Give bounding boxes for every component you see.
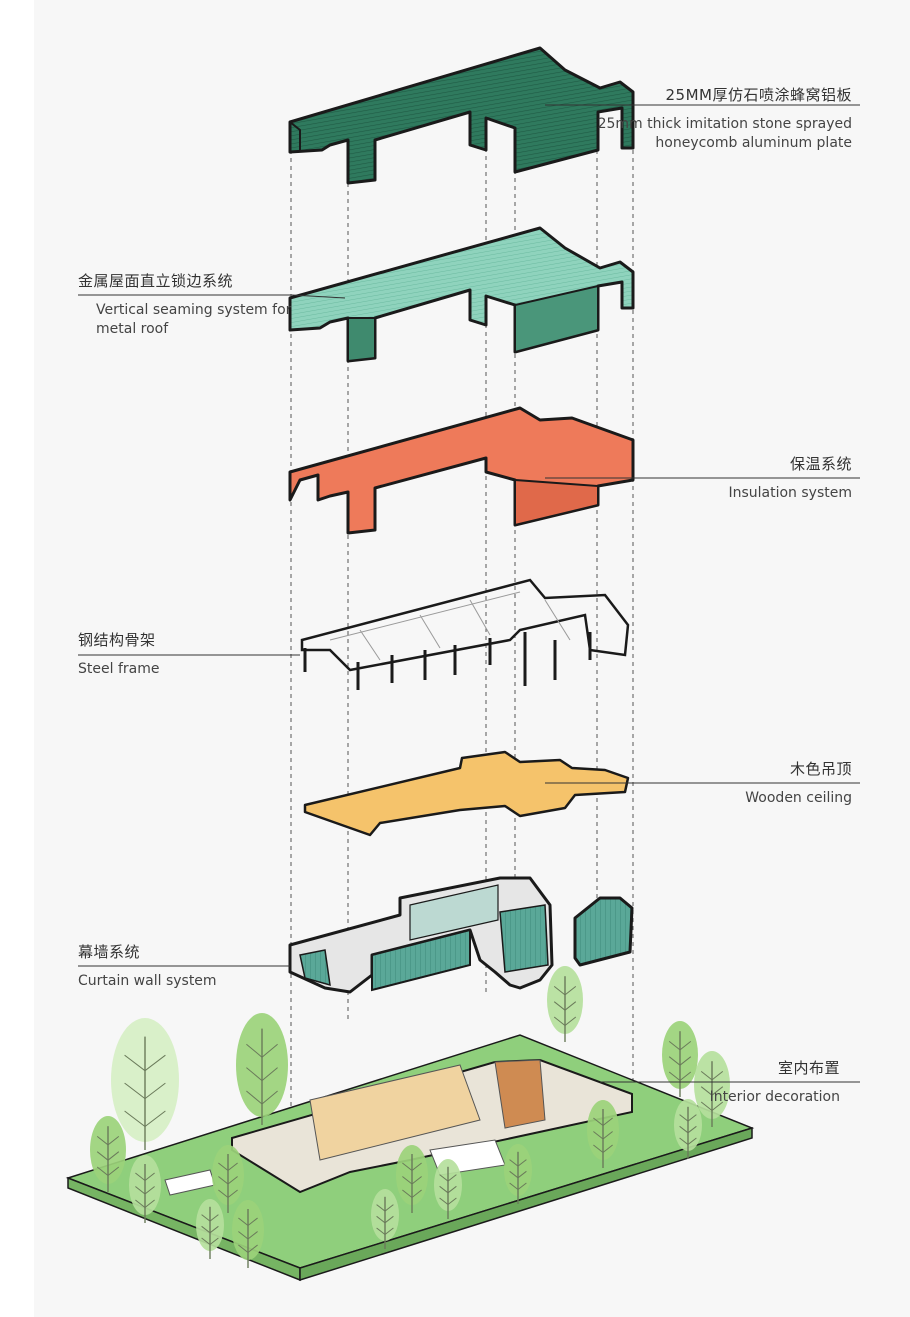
label-curtain-wall-en: Curtain wall system bbox=[78, 973, 217, 989]
steel-frame-outline bbox=[300, 578, 630, 672]
label-stone-plate-en-2: honeycomb aluminum plate bbox=[655, 135, 852, 151]
tree-icon bbox=[236, 1013, 288, 1125]
label-interior-cn: 室内布置 bbox=[777, 1059, 840, 1077]
tree-icon bbox=[212, 1145, 244, 1213]
tree-icon bbox=[396, 1145, 428, 1213]
label-metal-roof-en-1: Vertical seaming system for bbox=[96, 302, 292, 318]
metal-roof-layer bbox=[288, 226, 635, 363]
tree-icon bbox=[371, 1189, 399, 1249]
label-wooden-ceiling: 木色吊顶 Wooden ceiling bbox=[745, 760, 852, 808]
label-steel-frame-cn: 钢结构骨架 bbox=[78, 631, 156, 649]
label-stone-plate-cn: 25MM厚仿石喷涂蜂窝铝板 bbox=[665, 86, 852, 104]
curtain-wall-annex bbox=[573, 896, 634, 967]
tree-icon bbox=[547, 966, 583, 1042]
tree-icon bbox=[196, 1199, 224, 1259]
label-curtain-wall-cn: 幕墙系统 bbox=[78, 943, 141, 961]
label-insulation: 保温系统 Insulation system bbox=[728, 455, 852, 503]
label-metal-roof-en-2: metal roof bbox=[96, 321, 169, 337]
label-stone-plate: 25MM厚仿石喷涂蜂窝铝板 25mm thick imitation stone… bbox=[598, 86, 852, 153]
label-wooden-ceiling-en: Wooden ceiling bbox=[745, 790, 852, 806]
curtain-wall-layer bbox=[288, 876, 634, 994]
tree-icon bbox=[504, 1144, 532, 1204]
wooden-ceiling-layer bbox=[303, 750, 630, 837]
tree-icon bbox=[111, 1018, 179, 1150]
label-steel-frame-en: Steel frame bbox=[78, 661, 160, 677]
label-curtain-wall: 幕墙系统 Curtain wall system bbox=[78, 943, 217, 991]
insulation-layer bbox=[288, 406, 635, 535]
stone-plate-shape bbox=[288, 46, 635, 185]
label-insulation-cn: 保温系统 bbox=[789, 455, 852, 473]
label-interior-en: Interior decoration bbox=[709, 1089, 840, 1105]
trees bbox=[90, 966, 730, 1268]
label-insulation-en: Insulation system bbox=[728, 485, 852, 501]
tree-icon bbox=[90, 1116, 126, 1192]
tree-icon bbox=[694, 1051, 730, 1127]
tree-icon bbox=[434, 1159, 462, 1219]
tree-icon bbox=[129, 1155, 161, 1223]
label-interior: 室内布置 Interior decoration bbox=[710, 1059, 840, 1107]
tree-icon bbox=[587, 1100, 619, 1168]
leader-lines bbox=[78, 104, 860, 1083]
stone-plate-layer bbox=[288, 46, 635, 185]
tree-icon bbox=[674, 1099, 702, 1159]
wooden-ceiling-shape bbox=[303, 750, 630, 837]
label-stone-plate-en-1: 25mm thick imitation stone sprayed bbox=[597, 116, 852, 132]
label-steel-frame: 钢结构骨架 Steel frame bbox=[78, 631, 159, 679]
tree-icon bbox=[232, 1200, 264, 1268]
label-wooden-ceiling-cn: 木色吊顶 bbox=[789, 760, 852, 778]
tree-icon bbox=[662, 1021, 698, 1097]
label-metal-roof-cn: 金属屋面直立锁边系统 bbox=[78, 272, 234, 290]
steel-frame-layer bbox=[300, 578, 630, 690]
insulation-shape bbox=[288, 406, 635, 535]
label-metal-roof: 金属屋面直立锁边系统 Vertical seaming system for m… bbox=[78, 272, 291, 339]
